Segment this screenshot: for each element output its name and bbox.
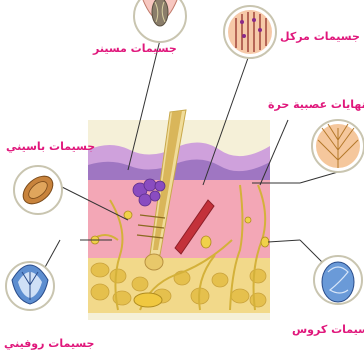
free-nerve-inset bbox=[312, 120, 364, 172]
pacinian-inset bbox=[14, 166, 62, 214]
merkel-inset bbox=[224, 6, 276, 58]
label-ruffini: جسيمات روفيني bbox=[4, 337, 94, 350]
label-free-nerve-endings: نهايات عصبية حرة bbox=[268, 98, 364, 111]
label-merkel: جسيمات مركل bbox=[280, 30, 360, 43]
ruffini-inset bbox=[6, 262, 54, 310]
krause-inset bbox=[314, 256, 362, 304]
label-meissner: جسيمات مسينر bbox=[93, 42, 177, 55]
label-pacinian: جسيمات باسيني bbox=[6, 140, 95, 153]
pacinian-corpuscle-in-skin bbox=[134, 293, 162, 307]
meissner-inset bbox=[134, 0, 186, 42]
label-krause: جسيمات كروس bbox=[292, 323, 364, 336]
